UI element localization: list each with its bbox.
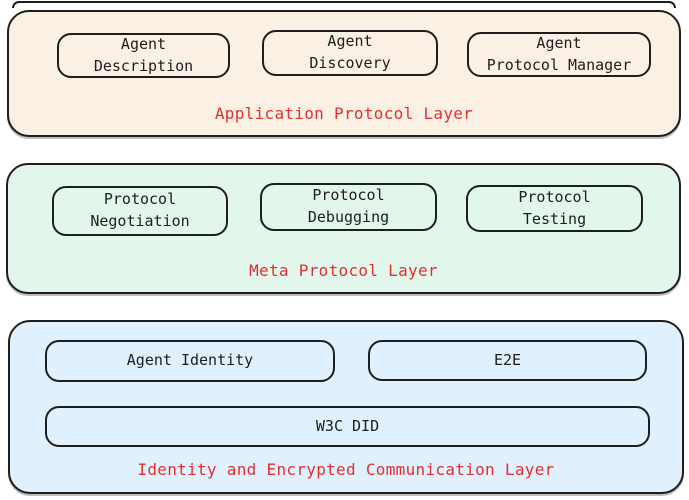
agent-description-box: Agent Description	[57, 33, 230, 78]
protocol-debugging-box: Protocol Debugging	[260, 183, 437, 231]
agent-identity-label: Agent Identity	[126, 351, 254, 370]
protocol-debugging-line1: Protocol	[312, 186, 385, 205]
agent-identity-box: Agent Identity	[45, 340, 335, 382]
protocol-testing-line1: Protocol	[518, 187, 591, 206]
agent-discovery-line1: Agent	[327, 32, 373, 51]
meta-protocol-layer: Protocol Negotiation Protocol Debugging …	[6, 163, 681, 294]
protocol-negotiation-line2: Negotiation	[90, 212, 190, 230]
agent-protocol-manager-box: Agent Protocol Manager	[467, 32, 651, 77]
application-protocol-layer: Agent Description Agent Discovery Agent …	[7, 10, 681, 137]
w3c-did-box: W3C DID	[45, 406, 650, 447]
application-protocol-layer-label: Application Protocol Layer	[214, 104, 474, 123]
agent-description-line1: Agent	[120, 34, 167, 53]
protocol-negotiation-line1: Protocol	[103, 190, 177, 209]
w3c-did-label: W3C DID	[315, 416, 380, 435]
protocol-debugging-line2: Debugging	[307, 208, 390, 226]
e2e-box: E2E	[368, 340, 647, 381]
protocol-testing-box: Protocol Testing	[466, 185, 643, 232]
meta-protocol-layer-label: Meta Protocol Layer	[249, 261, 438, 280]
agent-protocol-manager-line2: Protocol Manager	[486, 55, 632, 74]
agent-protocol-manager-line1: Agent	[536, 33, 582, 52]
sketch-top-stroke	[12, 1, 676, 8]
agent-discovery-line2: Discovery	[309, 54, 391, 72]
protocol-testing-line2: Testing	[522, 209, 587, 228]
agent-description-line2: Description	[93, 56, 194, 75]
identity-encrypted-communication-layer: Agent Identity E2E W3C DID Identity and …	[8, 320, 684, 494]
e2e-label: E2E	[493, 350, 522, 369]
agent-discovery-box: Agent Discovery	[262, 30, 438, 76]
protocol-negotiation-box: Protocol Negotiation	[52, 186, 228, 236]
identity-encrypted-communication-layer-label: Identity and Encrypted Communication Lay…	[137, 460, 555, 479]
